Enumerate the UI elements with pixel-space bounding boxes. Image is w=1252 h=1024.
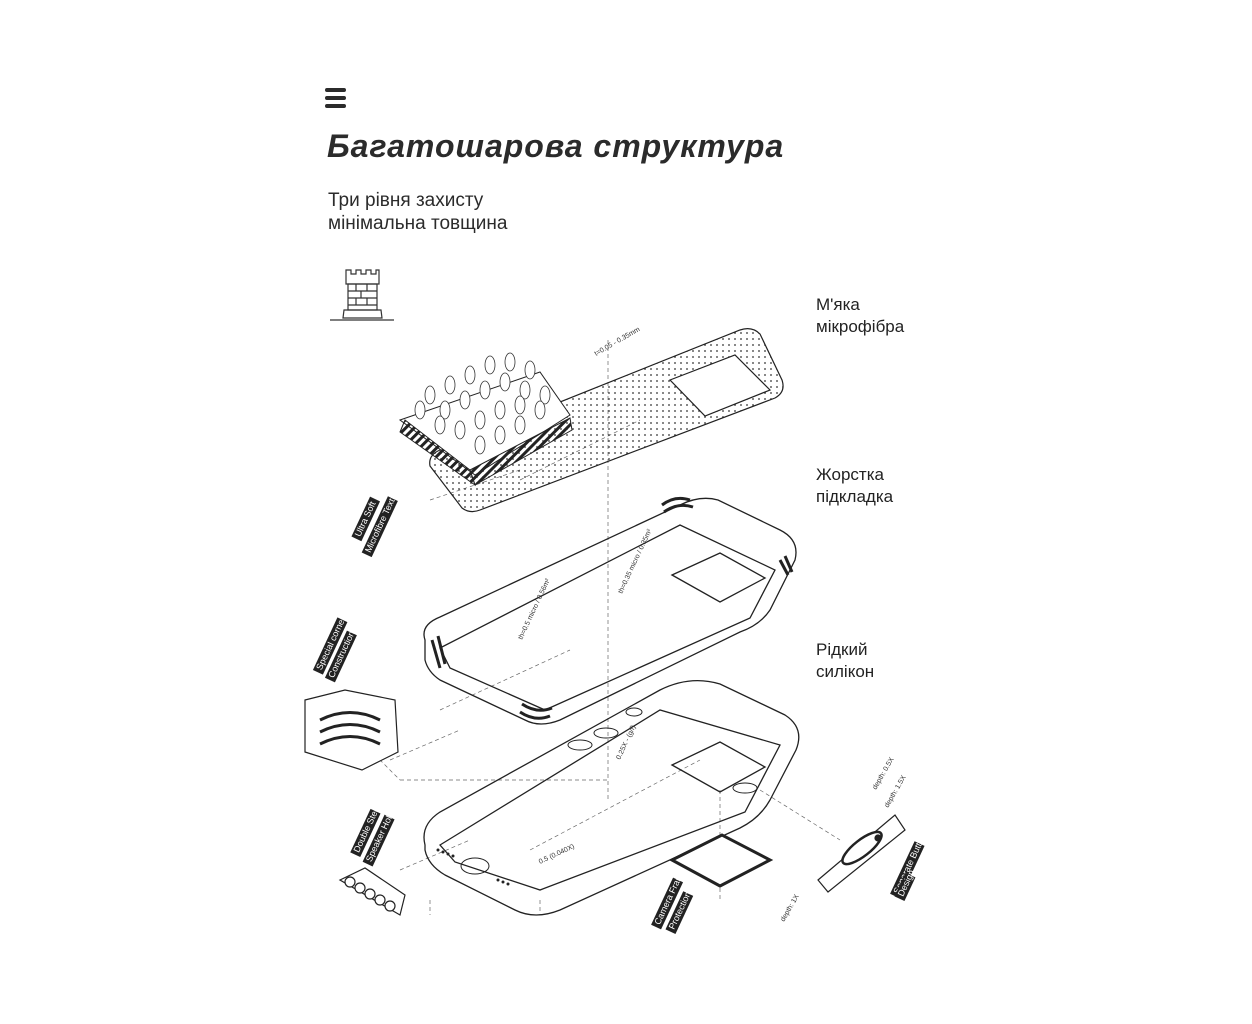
layer-label-microfibre: М'яка мікрофібра (816, 294, 904, 338)
layer-label-line-2: силікон (816, 662, 875, 681)
button-detail (817, 814, 906, 893)
layer-label-line-2: мікрофібра (816, 317, 905, 336)
dim-silicone-thickness: th=0.5 micro / 0.56m² (517, 577, 552, 641)
hard-plate-layer (423, 496, 797, 725)
silicone-layer (423, 679, 800, 916)
subtitle-line-1: Три рівня захисту (328, 190, 484, 211)
layer-label-line-2: підкладка (816, 487, 894, 506)
layer-label-line-1: Жорстка (816, 465, 884, 484)
dim-depth-1: depth: 1X (780, 893, 801, 923)
layer-label-silicone: Рідкий силікон (816, 639, 874, 683)
layer-label-hard-plate: Жорстка підкладка (816, 464, 893, 508)
dim-bottom: 0.5 (0.040X) (538, 843, 576, 866)
castle-tower-icon (330, 269, 394, 321)
hamburger-icon[interactable] (325, 88, 346, 108)
page-title: Багатошарова структура (327, 128, 785, 164)
page-subtitle: Три рівня захисту мінімальна товщина (328, 189, 507, 235)
corner-detail (304, 689, 399, 771)
dim-plate-thickness: th=0.35 micro / 0.35m² (617, 528, 653, 595)
camera-frame (668, 833, 774, 888)
dim-depth-05: depth: 0.5X (872, 756, 896, 791)
layer-label-line-1: Рідкий (816, 640, 868, 659)
microfibre-layer (398, 328, 784, 513)
subtitle-line-2: мінімальна товщина (328, 213, 508, 234)
layer-label-line-1: М'яка (816, 295, 860, 314)
dim-microfibre-thickness: t=0.05 - 0.35mm (594, 326, 642, 358)
speaker-detail (338, 867, 406, 916)
dim-depth-15: depth: 1.5X (884, 774, 908, 809)
